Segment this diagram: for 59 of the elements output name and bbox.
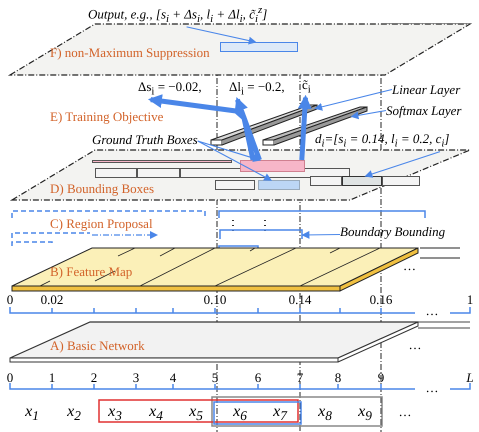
tick-label: 8 [334, 370, 342, 385]
leader-line [350, 110, 386, 120]
token-label: x$_{6}$ [233, 404, 247, 424]
tick-label: 7 [296, 370, 304, 385]
leader-line [314, 88, 392, 111]
section-label: E) Training Objective [50, 109, 164, 124]
tick-label: 3 [132, 370, 140, 385]
arrow [148, 94, 256, 161]
ellipsis: … [403, 258, 416, 273]
tick-label: 6 [254, 370, 262, 385]
tick-label: 4 [170, 370, 176, 385]
tick-label: 0 [6, 292, 14, 307]
ellipsis: … [398, 404, 412, 419]
tick-label: 0 [6, 370, 14, 385]
bounding-box [342, 176, 382, 186]
ellipsis: … [408, 337, 422, 352]
layer-label: Linear Layer [392, 82, 460, 97]
section-label: C) Region Proposal [50, 216, 153, 231]
token-label: x$_{5}$ [189, 404, 203, 424]
token-label: x$_{2}$ [67, 404, 81, 424]
token-label: x$_{4}$ [149, 404, 163, 424]
output-box [220, 42, 298, 52]
tick-label: 0.02 [40, 292, 64, 307]
score-label: c̃$_{i}$ [302, 77, 311, 98]
tick-label: 5 [212, 370, 218, 385]
target-formula: d$_{i}$=[s$_{i}$ = 0.14, l$_{i}$ = 0.2, c$_{i}$] [315, 131, 450, 152]
tick-label: 0.16 [370, 292, 392, 307]
section-label: B) Feature Map [50, 264, 132, 279]
ellipsis: … [426, 303, 438, 318]
tick-label: 1 [48, 370, 56, 385]
leader-line [197, 140, 272, 181]
token-label: x$_{9}$ [358, 404, 372, 424]
ellipsis: … [426, 380, 438, 395]
tick-label: L [466, 370, 474, 385]
callout-label: Ground Truth Boxes [92, 132, 198, 147]
callout-label: Boundary Bounding [340, 224, 446, 239]
section-label: A) Basic Network [50, 338, 145, 353]
delta-label: Δs$_{i}$ = −0.02, [138, 79, 202, 100]
output-formula: Output, e.g., [s$_{i}$ + Δs$_{i}$, l$_{i}$ + Δl$_{i}$, c̃$_{i}$$^{z}$] [88, 3, 268, 27]
token-label: x$_{8}$ [318, 404, 332, 424]
token-label: x$_{1}$ [25, 404, 39, 424]
token-label: x$_{7}$ [273, 404, 287, 424]
ground-truth-box [240, 160, 305, 172]
token-label: x$_{3}$ [108, 404, 122, 424]
arrow [234, 96, 262, 161]
arrow [298, 94, 312, 160]
tick-label: 0.10 [204, 292, 226, 307]
delta-label: Δl$_{i}$ = −0.2, [229, 79, 285, 100]
layer-label: Softmax Layer [386, 103, 462, 118]
tick-label: 2 [90, 370, 98, 385]
section-label: D) Bounding Boxes [50, 181, 154, 196]
tick-label: 9 [378, 370, 384, 385]
leader-line [198, 140, 262, 162]
section-label: F) non-Maximum Suppression [50, 45, 210, 60]
tick-label: 0.14 [288, 292, 312, 307]
leader-line [301, 230, 340, 239]
ground-truth-box [258, 180, 300, 190]
leader-line [186, 26, 257, 45]
tick-label: 1 [466, 292, 474, 307]
